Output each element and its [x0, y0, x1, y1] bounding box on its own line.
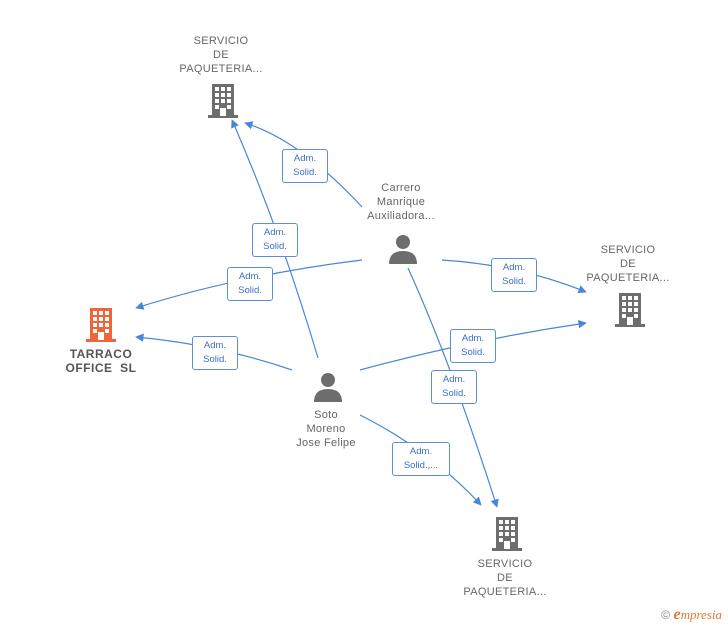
building-icon[interactable] [615, 293, 645, 327]
copyright-symbol: © [661, 608, 671, 622]
person-icon[interactable] [313, 372, 343, 402]
node-label-soto[interactable]: Soto Moreno Jose Felipe [296, 409, 356, 449]
node-label-carrero[interactable]: Carrero Manrique Auxiliadora... [367, 182, 435, 222]
edge-label-soto-serv-top[interactable]: Adm.Solid. [252, 223, 298, 257]
node-label-serv-right[interactable]: SERVICIO DE PAQUETERIA... [586, 244, 670, 284]
edge-label-carrero-tarraco[interactable]: Adm.Solid. [227, 267, 273, 301]
edge-label-carrero-serv-bottom[interactable]: Adm.Solid. [431, 370, 477, 404]
edge-label-carrero-serv-right[interactable]: Adm.Solid. [491, 258, 537, 292]
edge-label-soto-tarraco[interactable]: Adm.Solid. [192, 336, 238, 370]
building-icon[interactable] [492, 517, 522, 551]
footer-watermark: © empresia [661, 606, 722, 624]
building-icon[interactable] [208, 84, 238, 118]
brand-logo: empresia [673, 606, 722, 623]
node-label-tarraco[interactable]: TARRACO OFFICE SL [65, 347, 137, 375]
edge-label-soto-serv-right[interactable]: Adm.Solid. [450, 329, 496, 363]
edge-label-carrero-serv-top[interactable]: Adm.Solid. [282, 149, 328, 183]
edge-label-soto-serv-bottom[interactable]: Adm.Solid.,... [392, 442, 450, 476]
node-label-serv-top[interactable]: SERVICIO DE PAQUETERIA... [179, 35, 263, 75]
person-icon[interactable] [388, 234, 418, 264]
building-main-icon[interactable] [86, 308, 116, 342]
node-label-serv-bottom[interactable]: SERVICIO DE PAQUETERIA... [463, 558, 547, 598]
